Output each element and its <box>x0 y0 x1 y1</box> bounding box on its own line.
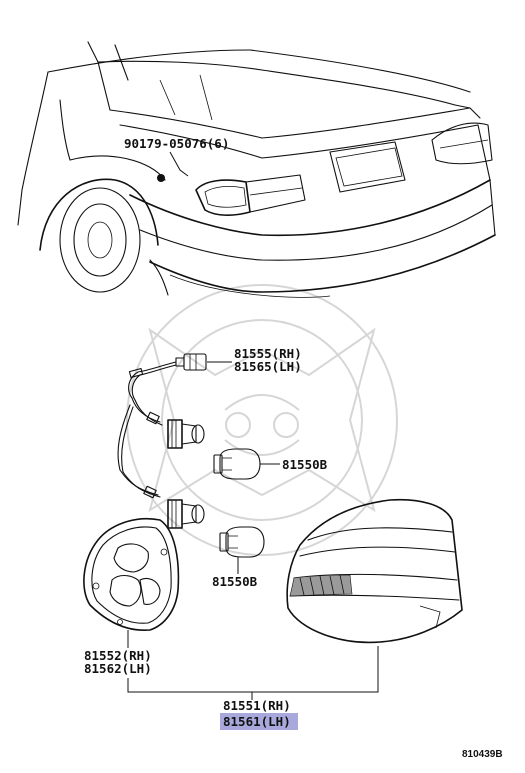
watermark-logo <box>126 284 398 556</box>
callout-gasket-rh: 81552(RH) <box>84 648 152 663</box>
car-rear-view <box>17 41 496 298</box>
callout-socket-lh: 81565(LH) <box>234 359 302 374</box>
callout-bolt: 90179-05076(6) <box>124 136 229 151</box>
callout-gasket-lh: 81562(LH) <box>84 661 152 676</box>
highlight-lamp-lh <box>220 713 298 730</box>
lamp-gasket <box>83 517 180 631</box>
callout-bulb-lower: 81550B <box>212 574 258 589</box>
diagram-id: 810439B <box>462 749 503 760</box>
socket-wire-harness <box>117 353 207 529</box>
callout-socket-rh: 81555(RH) <box>234 346 302 361</box>
tail-lamp-assembly <box>286 498 463 644</box>
callout-lamp-lh: 81561(LH) <box>223 714 291 729</box>
callout-lamp-rh: 81551(RH) <box>223 698 291 713</box>
assembly-bracket <box>127 646 379 700</box>
callout-bulb-upper: 81550B <box>282 457 328 472</box>
bulb-lower <box>219 526 265 558</box>
